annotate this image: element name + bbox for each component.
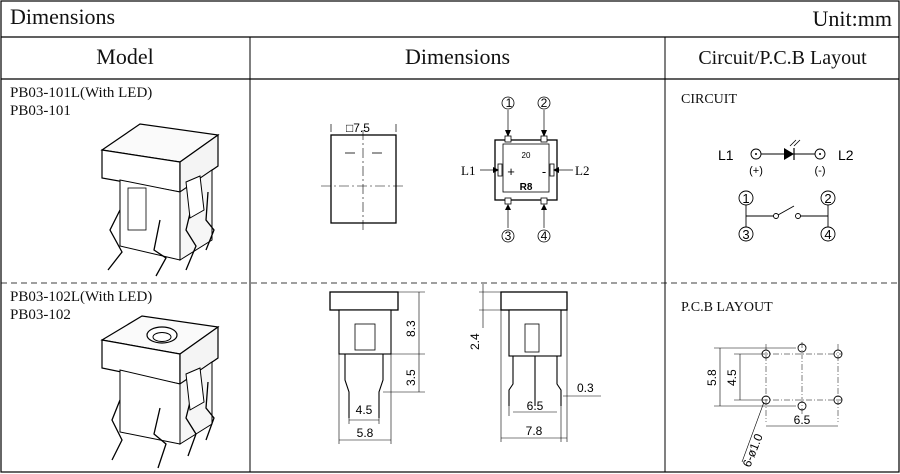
model-name-2-led: PB03-102L(With LED) — [10, 289, 153, 305]
l2-label: L2 — [575, 163, 589, 178]
side-view-drawings: 8.3 3.5 4.5 5.8 2.4 6.5 7.8 0.3 — [329, 284, 601, 444]
dim-2-4: 2.4 — [468, 333, 482, 350]
top-view-drawings: □7.5 1 2 20 + - R8 L1 L2 — [321, 96, 589, 243]
circuit-pin-2: 2 — [824, 191, 831, 206]
pcb-dim-6-5: 6.5 — [794, 413, 811, 427]
model-name-1-led: PB03-101L(With LED) — [10, 85, 153, 101]
dim-0-3: 0.3 — [577, 381, 594, 395]
unit-label: Unit:mm — [812, 6, 892, 31]
dim-5-8: 5.8 — [357, 426, 374, 440]
pin-1-label: 1 — [506, 96, 513, 110]
circuit-l1: L1 — [718, 147, 734, 163]
pcb-dim-4-5: 4.5 — [725, 369, 739, 386]
circuit-l2: L2 — [838, 147, 854, 163]
pin-2-label: 2 — [541, 96, 548, 110]
dim-7-8: 7.8 — [526, 424, 543, 438]
page-title: Dimensions — [10, 4, 116, 29]
column-dimensions: Dimensions — [404, 44, 511, 69]
column-circuit: Circuit/P.C.B Layout — [698, 47, 867, 69]
cap-size-label: □7.5 — [346, 121, 370, 135]
circuit-plus: (+) — [749, 165, 763, 177]
circuit-pin-1: 1 — [742, 191, 749, 206]
circuit-pin-4: 4 — [824, 227, 831, 242]
pin-4-label: 4 — [541, 229, 548, 243]
minus-mark: - — [542, 164, 546, 179]
dim-4-5: 4.5 — [356, 403, 373, 417]
pin-3-label: 3 — [505, 229, 512, 243]
product-image-2 — [100, 315, 220, 469]
circuit-title: CIRCUIT — [681, 92, 737, 107]
dim-3-5: 3.5 — [404, 369, 418, 386]
model-name-2: PB03-102 — [10, 307, 71, 323]
dim-6-5: 6.5 — [527, 399, 544, 413]
circuit-diagram: L1 L2 (+) (-) 1 2 3 4 — [718, 139, 854, 242]
polarity-mark: R8 — [520, 182, 533, 193]
dim-20-label: 20 — [522, 151, 531, 160]
circuit-pin-3: 3 — [742, 227, 749, 242]
pcb-dim-5-8: 5.8 — [705, 369, 719, 386]
product-image-1 — [100, 123, 220, 277]
circuit-minus: (-) — [815, 165, 826, 177]
model-name-1: PB03-101 — [10, 103, 71, 119]
dim-8-3: 8.3 — [404, 320, 418, 337]
column-model: Model — [96, 44, 154, 69]
pcb-layout-diagram: 5.8 4.5 6.5 6-ø1.0 — [705, 342, 843, 469]
plus-mark: + — [507, 164, 515, 179]
pcb-hole-label: 6-ø1.0 — [740, 431, 766, 469]
l1-label: L1 — [461, 163, 475, 178]
pcb-title: P.C.B LAYOUT — [681, 300, 773, 315]
